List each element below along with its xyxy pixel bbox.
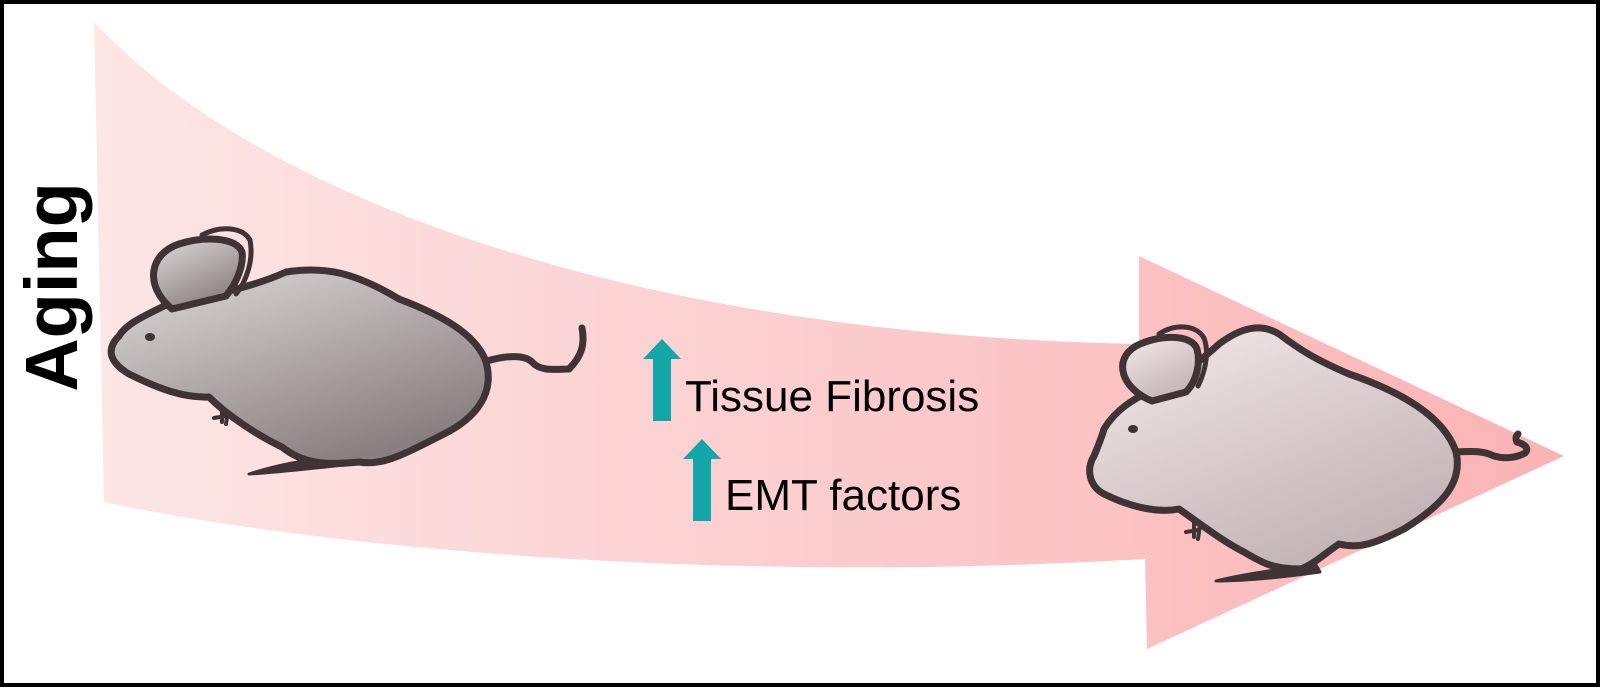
tissue-fibrosis-label: Tissue Fibrosis [685,372,980,421]
young-mouse-eye [145,333,155,341]
old-mouse [1086,324,1531,583]
arrow-up-icon [683,439,721,521]
young-mouse [107,226,587,476]
arrow-up-icon [643,339,681,421]
old-mouse-ear-rim [1156,324,1209,389]
young-mouse-body [107,266,492,467]
old-mouse-ear [1119,333,1202,405]
emt-factors-label: EMT factors [725,471,962,520]
old-mouse-eye [1128,425,1138,433]
aging-label: Aging [10,182,93,392]
young-mouse-tail [483,324,587,373]
young-mouse-ear [150,235,246,313]
young-mouse-ear-rim [199,226,254,297]
old-mouse-tail [1452,430,1531,462]
diagram-canvas [94,22,1564,649]
